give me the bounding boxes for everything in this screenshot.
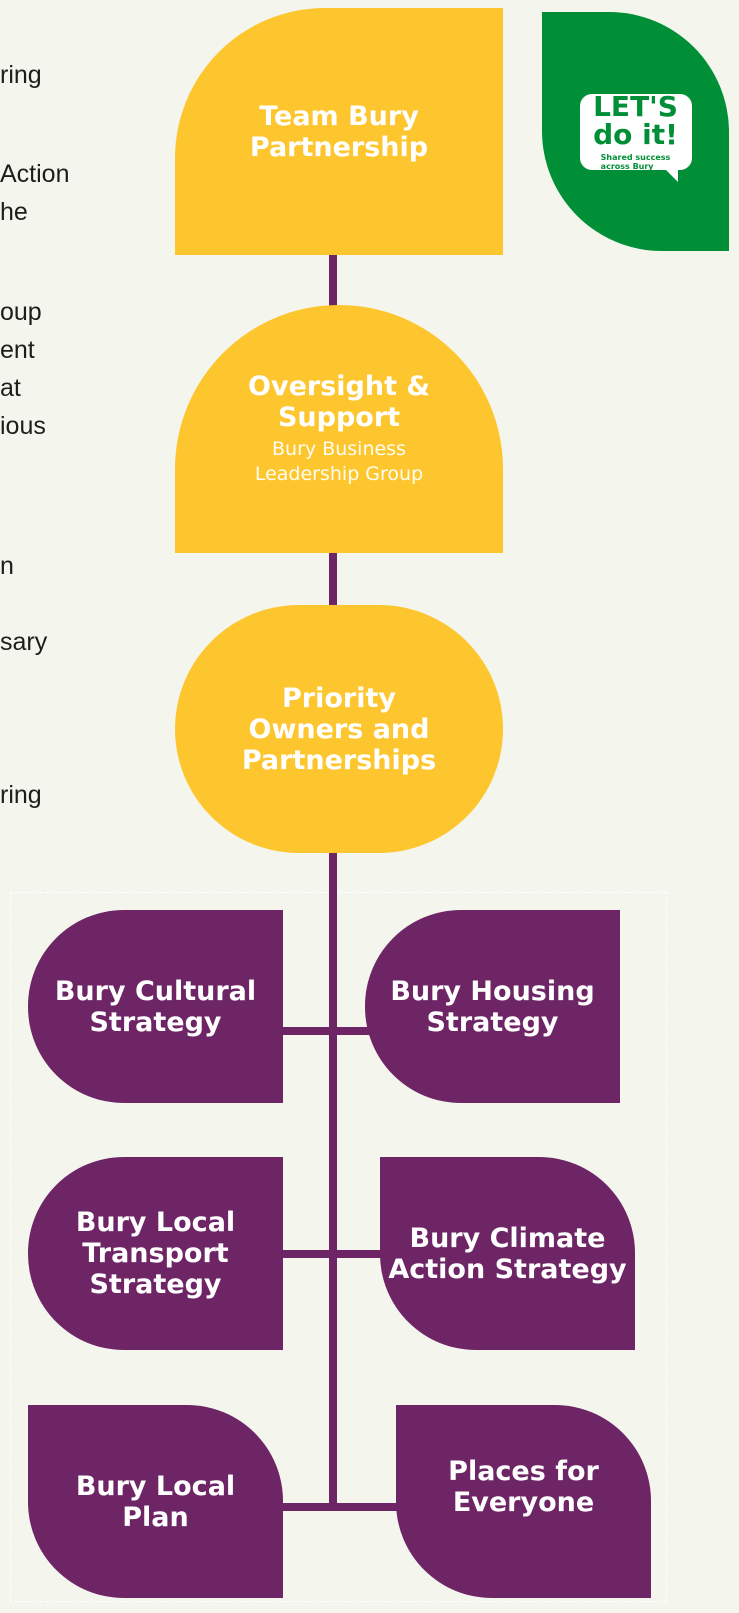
connector-branch-row-1 [282,1027,382,1035]
strategy-bury-climate-action: Bury Climate Action Strategy [380,1157,635,1350]
logo-tagline-1: Shared success [600,152,671,162]
logo-speech-bubble: LET'S do it! Shared success across Bury [579,89,692,182]
node-oversight-support: Oversight & Support Bury Business Leader… [175,305,503,553]
node-priority-owners: Priority Owners and Partnerships [175,605,503,853]
node-title: Oversight & Support [248,371,430,433]
node-title: Priority Owners and Partnerships [241,682,437,776]
strategy-label: Bury Housing Strategy [390,975,595,1038]
node-title: Team Bury Partnership [249,100,429,163]
node-subtitle: Bury Business Leadership Group [254,438,424,485]
strategy-bury-housing: Bury Housing Strategy [365,910,620,1103]
logo-text-do-it: do it! [593,117,678,151]
strategy-label: Places for Everyone [448,1455,599,1518]
strategy-label: Bury Local Plan [75,1470,236,1533]
strategy-bury-local-transport: Bury Local Transport Strategy [28,1157,283,1350]
cropped-text-fragment: he [0,198,28,226]
cropped-text-fragment: at [0,374,21,402]
node-team-bury-partnership: Team Bury Partnership [175,8,503,255]
connector-vertical-trunk [329,850,337,1510]
strategy-places-for-everyone: Places for Everyone [396,1405,651,1598]
connector-branch-row-2 [282,1250,382,1258]
strategy-group-frame [10,892,667,1602]
strategy-bury-cultural: Bury Cultural Strategy [28,910,283,1103]
strategy-label: Bury Climate Action Strategy [388,1222,627,1285]
strategy-label: Bury Local Transport Strategy [75,1207,236,1300]
cropped-text-fragment: ring [0,61,42,89]
cropped-text-fragment: ious [0,412,46,440]
cropped-text-fragment: oup [0,298,42,326]
connector-vertical-top [329,252,337,308]
cropped-text-fragment: ring [0,781,42,809]
strategy-bury-local-plan: Bury Local Plan [28,1405,283,1598]
logo-tagline: Shared success across Bury [601,153,671,171]
strategy-label: Bury Cultural Strategy [54,975,257,1038]
connector-branch-row-3 [282,1503,398,1511]
connector-vertical-middle [329,550,337,606]
cropped-text-fragment: n [0,552,14,580]
cropped-text-fragment: sary [0,628,48,656]
cropped-text-fragment: Action [0,160,70,188]
lets-do-it-logo: LET'S do it! Shared success across Bury [542,12,729,251]
cropped-text-fragment: ent [0,336,35,364]
logo-tagline-2: across Bury [600,161,654,171]
logo-text-lets: LET'S [593,89,678,123]
